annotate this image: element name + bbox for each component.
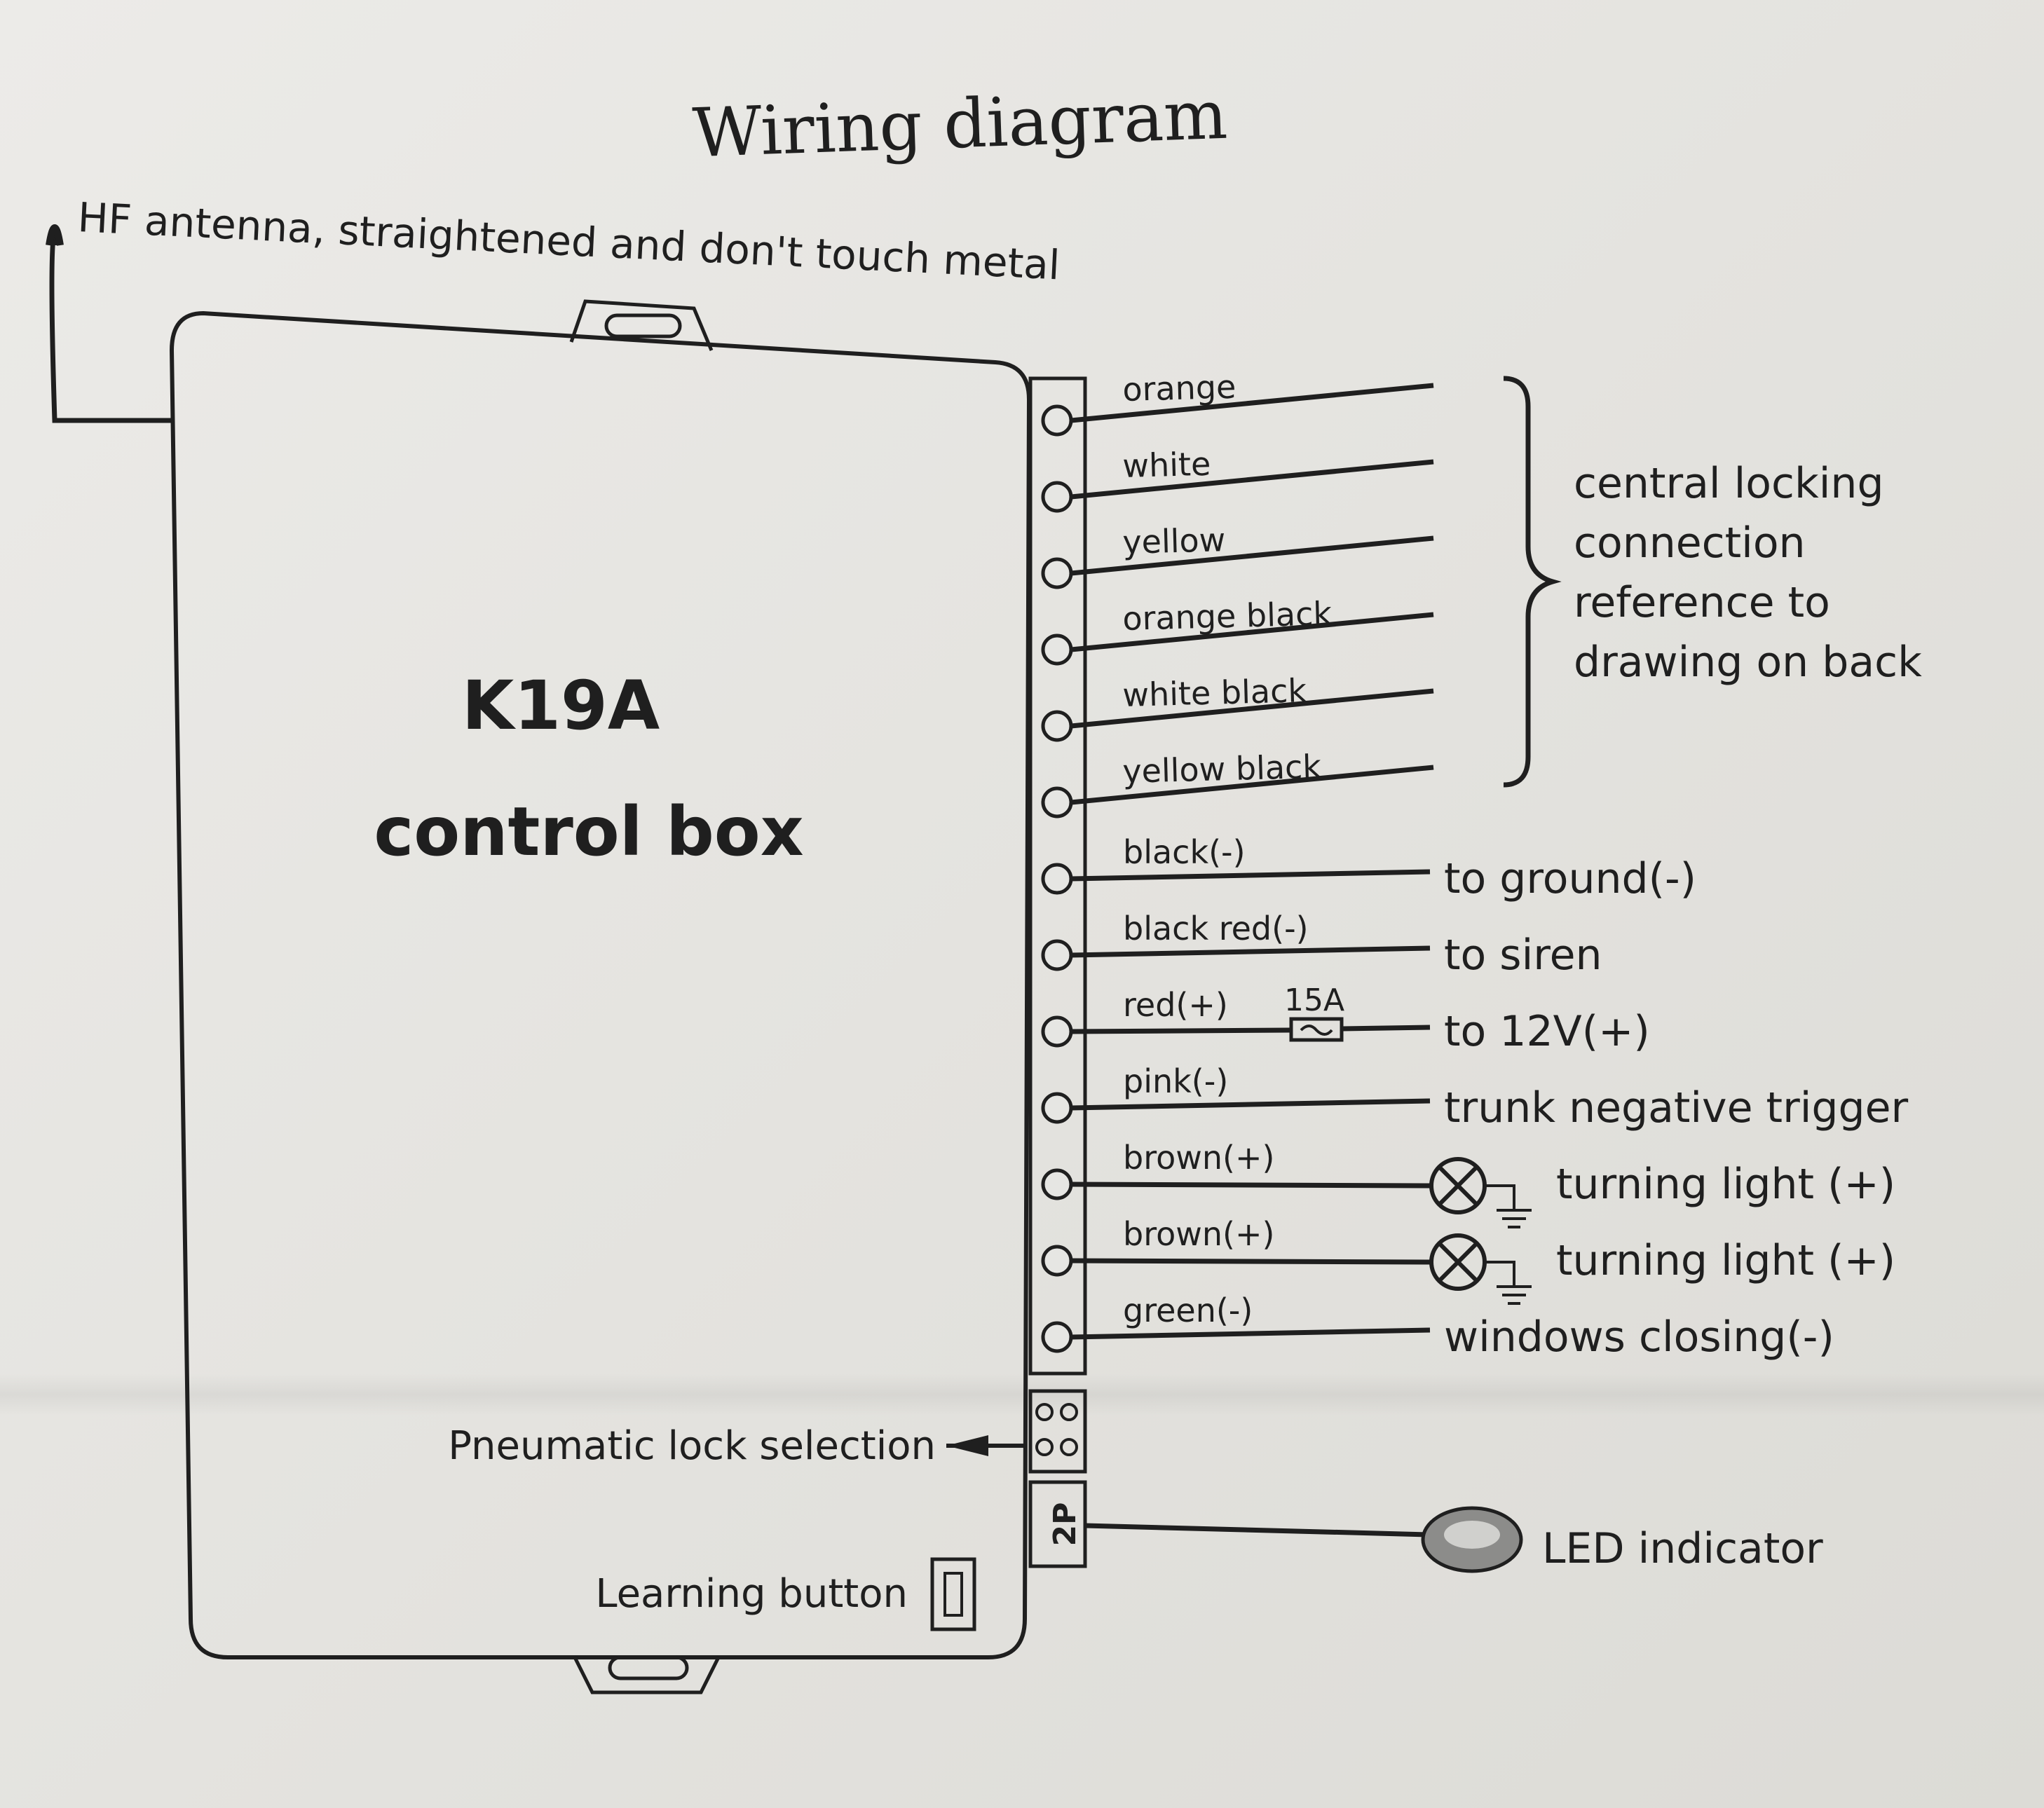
wire-8 bbox=[1070, 945, 1431, 958]
led-wire bbox=[1084, 1523, 1431, 1538]
wire-color-label-8: black red(-) bbox=[1123, 910, 1309, 947]
terminal-1 bbox=[1041, 404, 1073, 437]
wire-color-label-7: black(-) bbox=[1123, 833, 1246, 871]
wire-7 bbox=[1070, 869, 1431, 882]
connector-2p bbox=[1028, 1480, 1087, 1568]
led-label: LED indicator bbox=[1542, 1524, 1823, 1573]
terminal-5 bbox=[1041, 710, 1073, 742]
fuse-label: 15A bbox=[1284, 982, 1344, 1018]
learning-button-icon bbox=[930, 1557, 976, 1631]
wire-color-label-2: white bbox=[1122, 445, 1211, 485]
wire-color-label-13: green(-) bbox=[1123, 1292, 1253, 1329]
wire-color-label-5: white black bbox=[1122, 671, 1307, 714]
pneumatic-jumper bbox=[1028, 1389, 1087, 1474]
central-locking-note-1: central locking bbox=[1574, 459, 1884, 508]
ground-symbol-11 bbox=[1485, 1184, 1532, 1228]
box-model-label: K19A bbox=[462, 666, 660, 745]
wire-target-label-9: to 12V(+) bbox=[1444, 1007, 1650, 1056]
wire-9-b bbox=[1341, 1025, 1431, 1032]
wire-3 bbox=[1070, 535, 1434, 576]
central-locking-brace bbox=[1503, 376, 1562, 788]
terminal-3 bbox=[1041, 557, 1073, 589]
wire-color-label-10: pink(-) bbox=[1123, 1062, 1228, 1100]
terminal-strip bbox=[1028, 376, 1087, 1376]
wire-6 bbox=[1070, 765, 1434, 805]
terminal-6 bbox=[1041, 786, 1073, 819]
wire-target-label-11: turning light (+) bbox=[1556, 1160, 1895, 1209]
fuse-symbol bbox=[1300, 1025, 1333, 1036]
connector-2p-label: 2P bbox=[1047, 1502, 1083, 1547]
ground-symbol-12 bbox=[1485, 1261, 1532, 1305]
wire-color-label-4: orange black bbox=[1122, 594, 1333, 638]
wire-color-label-1: orange bbox=[1122, 368, 1236, 409]
wire-13 bbox=[1070, 1327, 1431, 1340]
wire-9-a bbox=[1070, 1027, 1290, 1034]
antenna bbox=[46, 224, 172, 423]
wire-color-label-6: yellow black bbox=[1122, 748, 1322, 790]
wire-5 bbox=[1070, 688, 1434, 729]
terminal-12 bbox=[1041, 1245, 1073, 1277]
antenna-label: HF antenna, straightened and don't touch… bbox=[76, 193, 1061, 289]
wire-color-label-11: brown(+) bbox=[1123, 1139, 1274, 1177]
wire-color-label-12: brown(+) bbox=[1123, 1215, 1274, 1253]
wire-10 bbox=[1070, 1098, 1431, 1111]
central-locking-note-4: drawing on back bbox=[1574, 638, 1922, 687]
wire-1 bbox=[1070, 383, 1434, 423]
box-name-label: control box bbox=[374, 793, 803, 871]
terminal-10 bbox=[1041, 1092, 1073, 1124]
wire-target-label-12: turning light (+) bbox=[1556, 1236, 1895, 1285]
wire-target-label-13: windows closing(-) bbox=[1444, 1313, 1834, 1362]
terminal-11 bbox=[1041, 1168, 1073, 1200]
terminal-9 bbox=[1041, 1015, 1073, 1048]
terminal-2 bbox=[1041, 481, 1073, 513]
central-locking-note-3: reference to bbox=[1574, 578, 1830, 627]
terminal-4 bbox=[1041, 634, 1073, 666]
terminal-8 bbox=[1041, 939, 1073, 971]
terminal-13 bbox=[1041, 1321, 1073, 1353]
paper-fold bbox=[0, 1374, 2044, 1416]
led-indicator-icon bbox=[1421, 1506, 1523, 1573]
lamp-cross-b-12 bbox=[1438, 1242, 1478, 1282]
wire-color-label-3: yellow bbox=[1122, 521, 1226, 561]
wire-group: orange white yellow orange black white black… bbox=[1041, 368, 1909, 1362]
wire-target-label-10: trunk negative trigger bbox=[1444, 1083, 1909, 1132]
learning-label: Learning button bbox=[595, 1571, 908, 1617]
control-box bbox=[169, 299, 1032, 1694]
lamp-cross-b-11 bbox=[1438, 1165, 1478, 1206]
wire-color-label-9: red(+) bbox=[1123, 986, 1228, 1024]
pneumatic-arrow-icon bbox=[946, 1435, 1023, 1456]
wire-2 bbox=[1070, 459, 1434, 500]
terminal-7 bbox=[1041, 863, 1073, 895]
diagram-title: Wiring diagram bbox=[691, 76, 1229, 173]
central-locking-note-2: connection bbox=[1574, 519, 1806, 568]
wire-4 bbox=[1070, 612, 1434, 652]
fuse-icon bbox=[1289, 1017, 1344, 1042]
pneumatic-label: Pneumatic lock selection bbox=[448, 1423, 936, 1469]
wire-12 bbox=[1070, 1258, 1431, 1265]
wire-11 bbox=[1070, 1182, 1431, 1189]
wire-target-label-8: to siren bbox=[1444, 931, 1602, 980]
wire-target-label-7: to ground(-) bbox=[1444, 854, 1696, 903]
